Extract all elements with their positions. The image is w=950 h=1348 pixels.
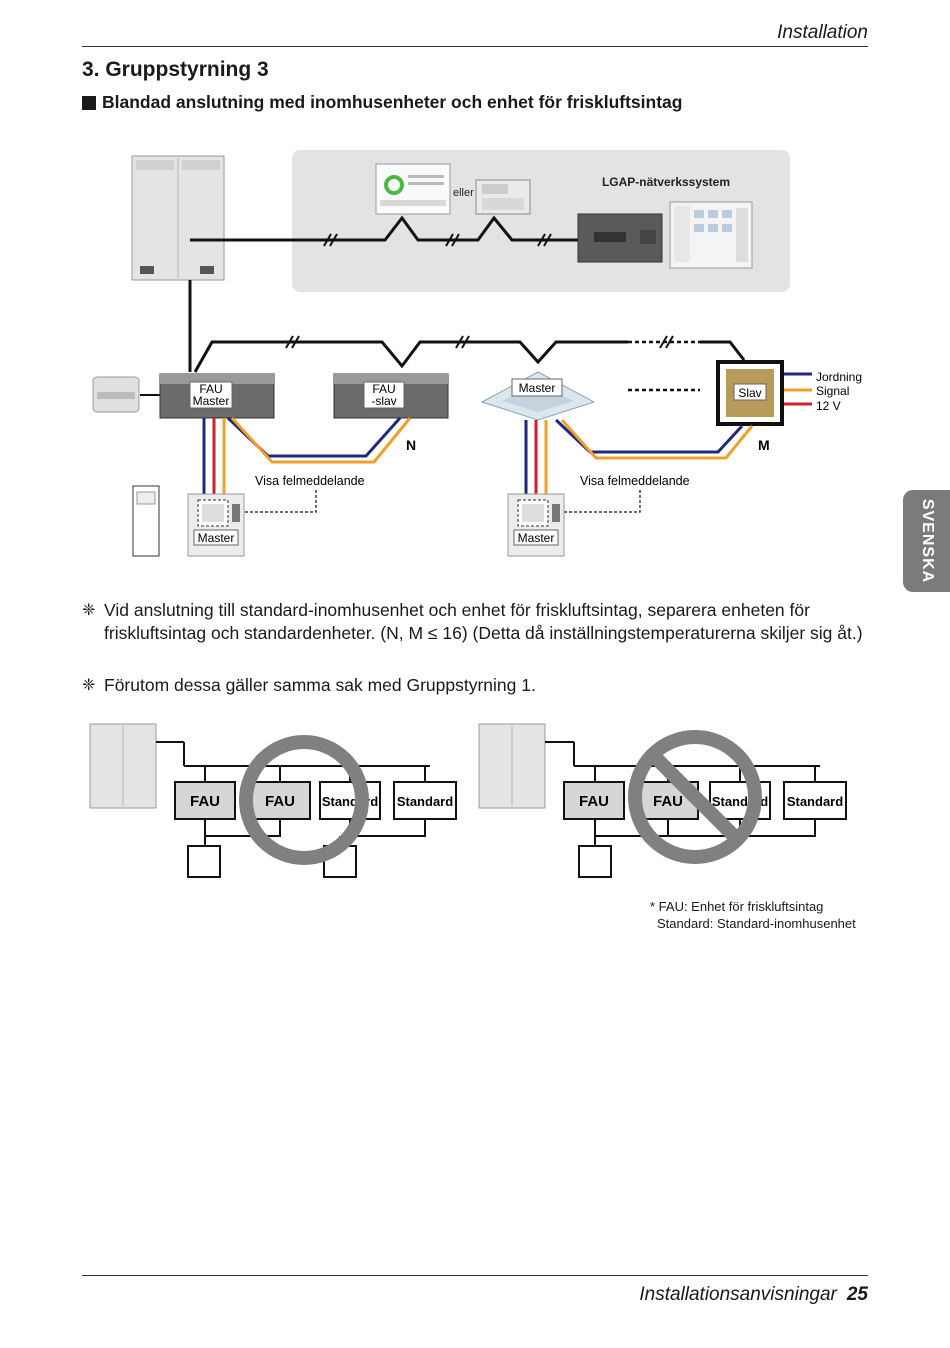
n-label: N [406,437,416,453]
remote-master-label-right: Master [518,531,555,545]
language-tab: SVENSKA [903,490,950,592]
footer-title: Installationsanvisningar [639,1284,837,1305]
note-2-text: Förutom dessa gäller samma sak med Grupp… [104,675,536,695]
dry-contact-icon [92,376,140,413]
wired-remote-left-icon: Master [187,493,245,557]
m-label: M [758,437,770,453]
fau-master-unit-icon: FAU Master [159,373,275,419]
section-subtitle: Blandad anslutning med inomhusenheter oc… [82,92,682,113]
fau-master-label-1: FAU [199,382,222,396]
group-control-diagram: eller LGAP-nätverkssystem FAU [92,150,862,557]
header-section-title: Installation [777,22,868,43]
outdoor-unit-small-icon [89,723,157,809]
footnote-line-2: Standard: Standard-inomhusenhet [657,916,856,931]
left-box-2: FAU [265,793,295,810]
slave-label: Slav [738,386,761,400]
outdoor-unit-icon [131,155,225,281]
cassette-unit-icon: Master [480,371,596,421]
left-box-3: Standard [322,794,378,809]
wireless-remote-icon [132,485,160,557]
wire-label-ground: Jordning [816,370,862,384]
fau-master-label-2: Master [193,394,230,408]
outdoor-unit-small-icon [478,723,546,809]
footer: Installationsanvisningar 25 [639,1284,868,1306]
right-box-1: FAU [579,793,609,810]
page-number: 25 [846,1284,868,1305]
error-display-label-right: Visa felmeddelande [580,474,690,488]
square-bullet-icon [82,95,96,110]
fau-slave-label-1: FAU [372,382,395,396]
example-right: FAU FAU Standard Standard [478,723,847,878]
fau-slave-label-2: -slav [371,394,396,408]
touch-controller-icon [375,163,451,215]
error-display-label-left: Visa felmeddelande [255,474,365,488]
right-box-4: Standard [787,794,843,809]
lgap-network-label: LGAP-nätverkssystem [602,175,730,189]
left-box-1: FAU [190,793,220,810]
footnote-line-1: * FAU: Enhet för friskluftsintag [650,899,824,914]
right-box-2: FAU [653,793,683,810]
grouping-examples-diagram: FAU FAU Standard Standard FAU FAU Standa… [89,723,847,878]
page-title: 3. Gruppstyrning 3 [82,58,269,81]
note-1: ❈ Vid anslutning till standard-inomhusen… [82,599,872,645]
wired-remote-right-icon: Master [507,493,565,557]
cassette-master-label: Master [519,381,556,395]
example-left: FAU FAU Standard Standard [89,723,457,878]
note-2: ❈ Förutom dessa gäller samma sak med Gru… [82,674,872,697]
note-bullet-icon: ❈ [82,677,96,694]
gateway-icon [577,213,663,263]
circle-icon [239,735,369,865]
wire-label-signal: Signal [816,384,849,398]
prohibited-icon [628,730,762,864]
simple-controller-icon [475,179,531,215]
note-bullet-icon: ❈ [82,602,96,619]
eller-label: eller [453,187,474,199]
subtitle-text: Blandad anslutning med inomhusenheter oc… [102,92,683,112]
fau-slave-unit-icon: FAU -slav [333,373,449,419]
pc-screen-icon [669,201,753,269]
header-rule [82,46,868,47]
language-tab-label: SVENSKA [918,498,936,584]
remote-master-label-left: Master [198,531,235,545]
note-1-text: Vid anslutning till standard-inomhusenhe… [104,600,863,643]
footer-rule [82,1275,868,1276]
slave-unit-icon: Slav [716,360,784,426]
left-box-4: Standard [397,794,453,809]
wire-label-12v: 12 V [816,399,841,413]
